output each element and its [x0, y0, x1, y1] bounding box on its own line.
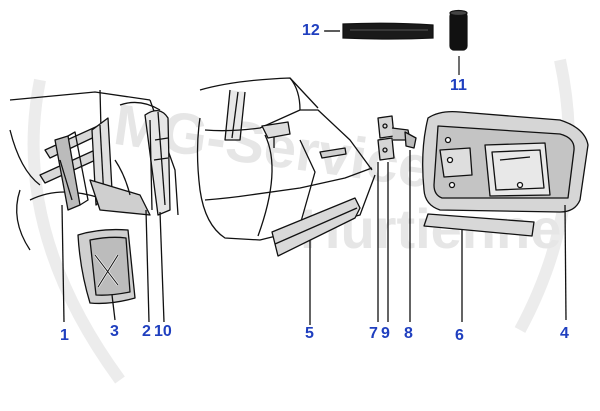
- callout-4: 4: [560, 325, 569, 342]
- callout-5: 5: [305, 325, 314, 342]
- callout-12: 12: [302, 22, 320, 39]
- callout-7: 7: [369, 325, 378, 342]
- callout-6: 6: [455, 327, 464, 344]
- callout-8: 8: [404, 325, 413, 342]
- door-hinge-and-panel: [377, 110, 589, 322]
- callout-9: 9: [381, 325, 390, 342]
- check-strap-parts: [325, 9, 468, 75]
- callout-11: 11: [450, 77, 467, 94]
- front-body-section: [9, 89, 179, 323]
- car-body-section: [196, 77, 376, 325]
- callout-1: 1: [60, 327, 69, 344]
- callout-10: 10: [154, 323, 172, 340]
- callout-2: 2: [142, 323, 151, 340]
- callout-3: 3: [110, 323, 119, 340]
